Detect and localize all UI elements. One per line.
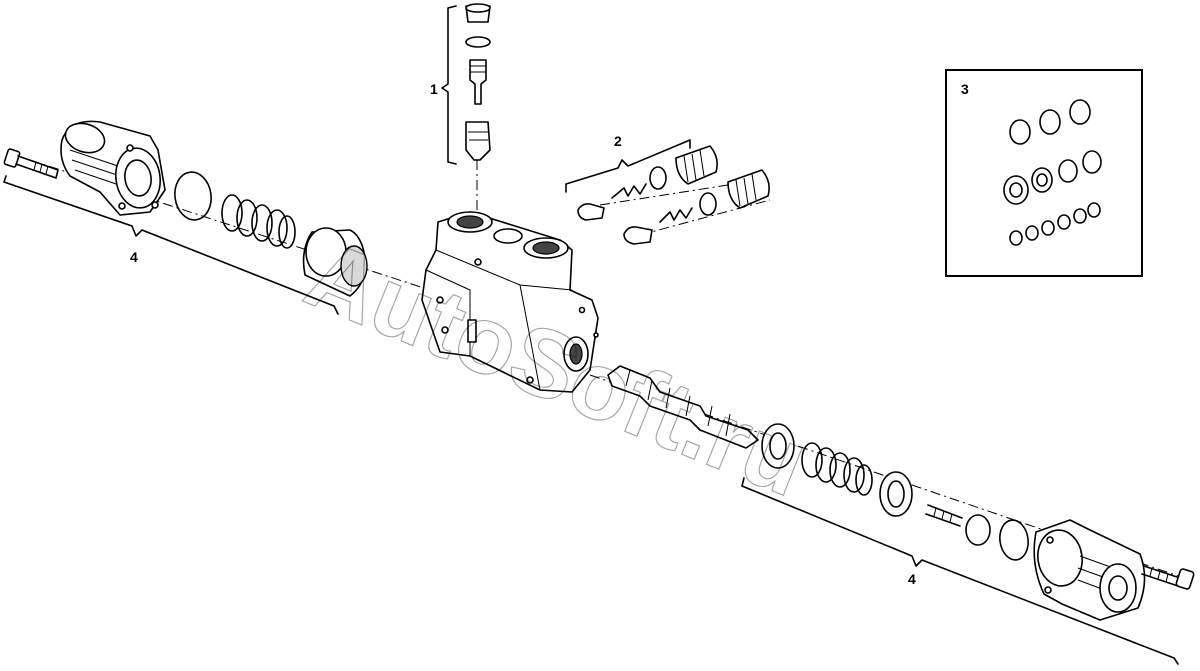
valve-body	[421, 211, 599, 393]
callout-4-left: 4	[130, 249, 138, 265]
seal-kit-box	[945, 69, 1143, 277]
left-bolt	[3, 148, 59, 179]
right-o-ring	[999, 519, 1029, 561]
top-cap	[465, 3, 491, 23]
left-end-cap	[60, 120, 166, 216]
group-4-left-bracket	[3, 175, 339, 315]
right-spring	[801, 442, 873, 496]
left-spacer-sleeve	[302, 227, 368, 297]
left-o-ring	[174, 171, 212, 221]
right-spring-seat	[879, 471, 913, 517]
top-poppet	[465, 121, 491, 161]
top-plug	[469, 59, 487, 105]
anti-cavitation-valve-upper	[577, 145, 718, 221]
right-end-cap	[1033, 519, 1146, 621]
callout-3: 3	[961, 81, 969, 97]
callout-1: 1	[430, 81, 438, 97]
top-o-ring	[465, 36, 491, 48]
left-spring	[221, 194, 296, 249]
callout-4-right: 4	[908, 571, 916, 587]
spool	[607, 365, 759, 449]
right-spacer-ring	[761, 423, 795, 469]
group-2-bracket	[565, 139, 691, 193]
callout-2: 2	[614, 133, 622, 149]
group-1-bracket	[441, 5, 457, 165]
group-4-right-bracket	[741, 477, 1179, 665]
anti-cavitation-valve-lower	[623, 169, 770, 245]
right-bolt	[1141, 565, 1195, 590]
right-stopper-bolt	[925, 504, 991, 546]
